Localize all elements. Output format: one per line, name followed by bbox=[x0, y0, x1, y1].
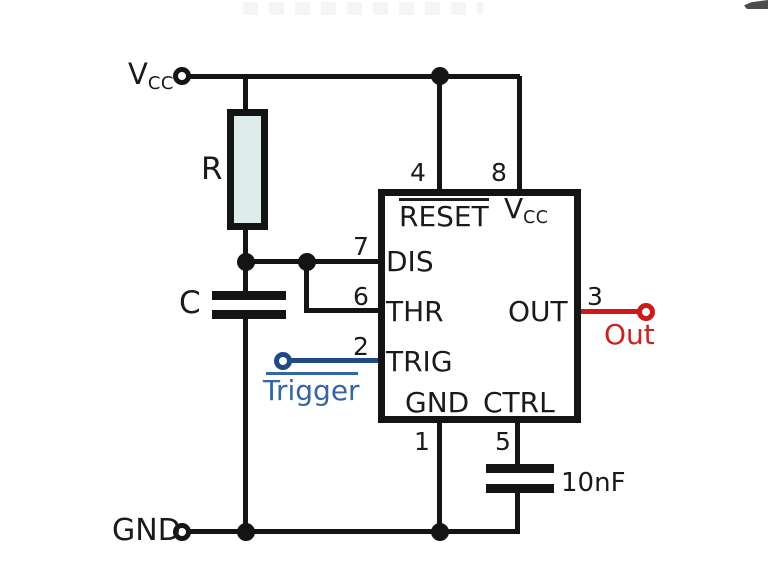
wire-capC-top bbox=[243, 259, 248, 293]
capacitor-10nf-plate-bottom bbox=[486, 484, 554, 493]
junction-dot-dis-thr bbox=[298, 253, 316, 271]
capacitor-10nf-label: 10nF bbox=[561, 468, 626, 498]
ic-555-body bbox=[378, 189, 581, 423]
ic-pin-out: OUT bbox=[508, 295, 568, 328]
wire-cap10nf-bottom bbox=[515, 492, 520, 534]
pin-number-7: 7 bbox=[353, 232, 369, 261]
ic-pin-trig: TRIG bbox=[386, 345, 453, 378]
pin-number-8: 8 bbox=[491, 158, 507, 187]
capacitor-10nf-plate-top bbox=[486, 464, 554, 473]
top-edge-artifact bbox=[243, 2, 483, 15]
junction-dot-rc bbox=[237, 253, 255, 271]
trigger-overline bbox=[266, 372, 358, 375]
wire-resistor-top bbox=[243, 76, 248, 114]
capacitor-c-plate-top bbox=[212, 291, 286, 300]
wire-pin5-vertical bbox=[515, 422, 520, 468]
ic-pin-gnd: GND bbox=[405, 386, 470, 419]
wire-trigger bbox=[288, 358, 378, 363]
wire-vcc-top bbox=[182, 74, 520, 79]
capacitor-c-plate-bottom bbox=[212, 310, 286, 319]
wire-thr-vertical bbox=[304, 259, 309, 313]
out-label: Out bbox=[604, 318, 655, 351]
wire-out bbox=[580, 309, 638, 314]
ic-pin-thr: THR bbox=[386, 295, 444, 328]
pin-number-2: 2 bbox=[353, 332, 369, 361]
junction-dot-gnd-right bbox=[431, 523, 449, 541]
wire-pin8-vertical bbox=[517, 76, 522, 190]
wire-pin4-vertical bbox=[437, 76, 442, 190]
ic-pin-vcc: VCC bbox=[504, 192, 549, 229]
trigger-label: Trigger bbox=[263, 374, 360, 407]
pin-number-6: 6 bbox=[353, 282, 369, 311]
pin-number-5: 5 bbox=[495, 427, 511, 456]
junction-dot-gnd-left bbox=[237, 523, 255, 541]
corner-cursor-artifact bbox=[744, 0, 768, 9]
capacitor-c-label: C bbox=[179, 285, 201, 321]
ic-pin-dis: DIS bbox=[386, 245, 434, 278]
vcc-terminal bbox=[173, 67, 191, 85]
pin-number-4: 4 bbox=[410, 158, 426, 187]
ic-pin-ctrl: CTRL bbox=[483, 386, 555, 419]
trigger-terminal bbox=[274, 352, 292, 370]
vcc-label: VCC bbox=[128, 57, 174, 95]
resistor-label: R bbox=[201, 151, 223, 187]
wire-gnd-bottom bbox=[182, 529, 518, 534]
gnd-terminal bbox=[173, 523, 191, 541]
wire-resistor-bottom bbox=[243, 226, 248, 264]
resistor-body bbox=[227, 109, 268, 230]
ic-pin-reset: RESET bbox=[399, 198, 489, 233]
wire-pin1-vertical bbox=[437, 422, 442, 534]
pin-number-3: 3 bbox=[587, 282, 603, 311]
wire-capC-bottom bbox=[243, 318, 248, 534]
out-terminal bbox=[637, 303, 655, 321]
wire-thr-horizontal bbox=[304, 308, 378, 313]
pin-number-1: 1 bbox=[414, 427, 430, 456]
junction-dot-top bbox=[431, 67, 449, 85]
gnd-label: GND bbox=[112, 513, 181, 548]
